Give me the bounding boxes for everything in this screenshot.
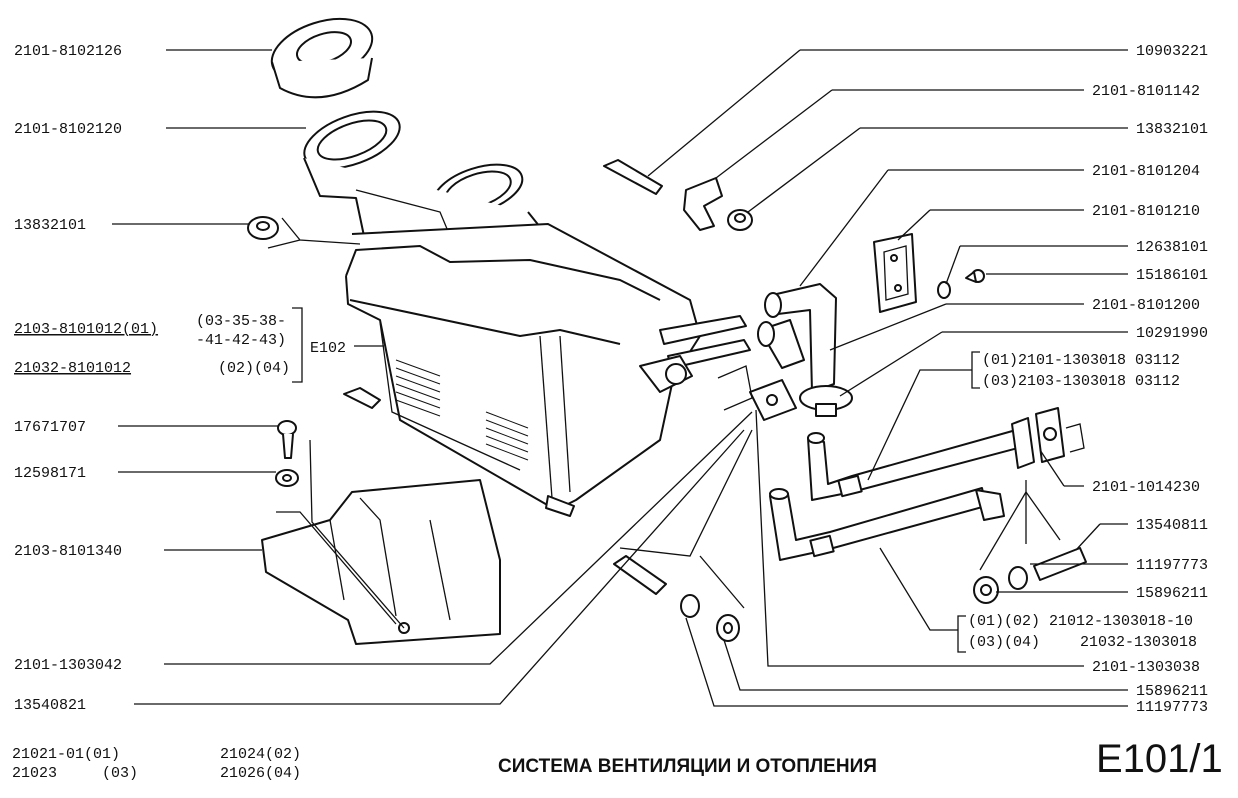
label-lower-duct: 2103-8101340 — [14, 543, 122, 560]
label-e102: E102 — [310, 340, 346, 357]
label-nut-right-lower: 15896211 — [1136, 585, 1208, 602]
footer: 21021-01(01) 21023 (03) 21024(02) 21026(… — [12, 737, 1223, 782]
label-heater-01: 2103-8101012(01) — [14, 321, 158, 338]
hose-clamp — [799, 385, 853, 417]
label-seal-ring: 2101-8102126 — [14, 43, 122, 60]
model-21021: 21021-01(01) — [12, 746, 120, 763]
label-washer-small: 12638101 — [1136, 239, 1208, 256]
seal-ring — [270, 17, 374, 99]
label-nut-lower: 15896211 — [1136, 683, 1208, 700]
label-washer-right: 11197773 — [1136, 557, 1208, 574]
label-clamp: 2101-8101142 — [1092, 83, 1200, 100]
nut-right — [727, 209, 753, 231]
model-21023-code: (03) — [102, 765, 138, 782]
label-bolt: 10903221 — [1136, 43, 1208, 60]
model-21023: 21023 — [12, 765, 57, 782]
label-heater-02-note: (02)(04) — [218, 360, 290, 377]
label-nut-right: 13832101 — [1136, 121, 1208, 138]
label-heater-01-note2: -41-42-43) — [196, 332, 286, 349]
bolt — [603, 159, 663, 195]
gasket — [873, 233, 917, 313]
parts-drawing — [247, 17, 1087, 645]
page-title: СИСТЕМА ВЕНТИЛЯЦИИ И ОТОПЛЕНИЯ — [498, 756, 877, 777]
hoses — [757, 283, 837, 393]
heater-housing — [343, 223, 751, 517]
screw-small — [965, 269, 985, 283]
label-pipe-01: (01)2101-1303018 03112 — [982, 352, 1180, 369]
washer-left — [275, 469, 299, 487]
leader-lines — [112, 49, 1128, 707]
model-21024: 21024(02) — [220, 746, 301, 763]
label-washer-lower: 11197773 — [1136, 699, 1208, 716]
label-part-1303038: 2101-1303038 — [1092, 659, 1200, 676]
label-screw-small: 15186101 — [1136, 267, 1208, 284]
label-pipe-0304: (03)(04) — [968, 634, 1040, 651]
page-code: E101/1 — [1096, 737, 1223, 781]
model-21026: 21026(04) — [220, 765, 301, 782]
stud-nut-set-lower — [613, 555, 740, 642]
label-stud-right: 13540811 — [1136, 517, 1208, 534]
label-pipe-03: (03)2103-1303018 03112 — [982, 373, 1180, 390]
label-pipe-0304-code: 21032-1303018 — [1080, 634, 1197, 651]
label-air-duct: 2101-8102120 — [14, 121, 122, 138]
lower-duct — [261, 479, 501, 645]
left-labels: 2101-8102126 2101-8102120 13832101 2103-… — [14, 43, 346, 714]
nut-left — [247, 216, 279, 240]
label-nut-left: 13832101 — [14, 217, 86, 234]
label-part-1303042: 2101-1303042 — [14, 657, 122, 674]
label-pipe-0102: (01)(02) 21012-1303018-10 — [968, 613, 1193, 630]
label-heater-02: 21032-8101012 — [14, 360, 131, 377]
label-stud-lower: 13540821 — [14, 697, 86, 714]
label-hose-8101200: 2101-8101200 — [1092, 297, 1200, 314]
screw — [277, 420, 297, 459]
label-hose-8101204: 2101-8101204 — [1092, 163, 1200, 180]
heater-pipes — [769, 429, 1019, 561]
label-gasket: 2101-8101210 — [1092, 203, 1200, 220]
label-heater-01-note1: (03-35-38- — [196, 313, 286, 330]
label-pipe-gasket: 2101-1014230 — [1092, 479, 1200, 496]
label-hose-clamp: 10291990 — [1136, 325, 1208, 342]
pipe-gasket — [1011, 407, 1085, 469]
right-labels: 10903221 2101-8101142 13832101 2101-8101… — [968, 43, 1208, 716]
clamp — [683, 177, 723, 231]
label-screw: 17671707 — [14, 419, 86, 436]
valve-flange — [717, 365, 797, 421]
label-washer-left: 12598171 — [14, 465, 86, 482]
stud-nut-set — [973, 547, 1087, 604]
washer-small — [937, 281, 951, 299]
